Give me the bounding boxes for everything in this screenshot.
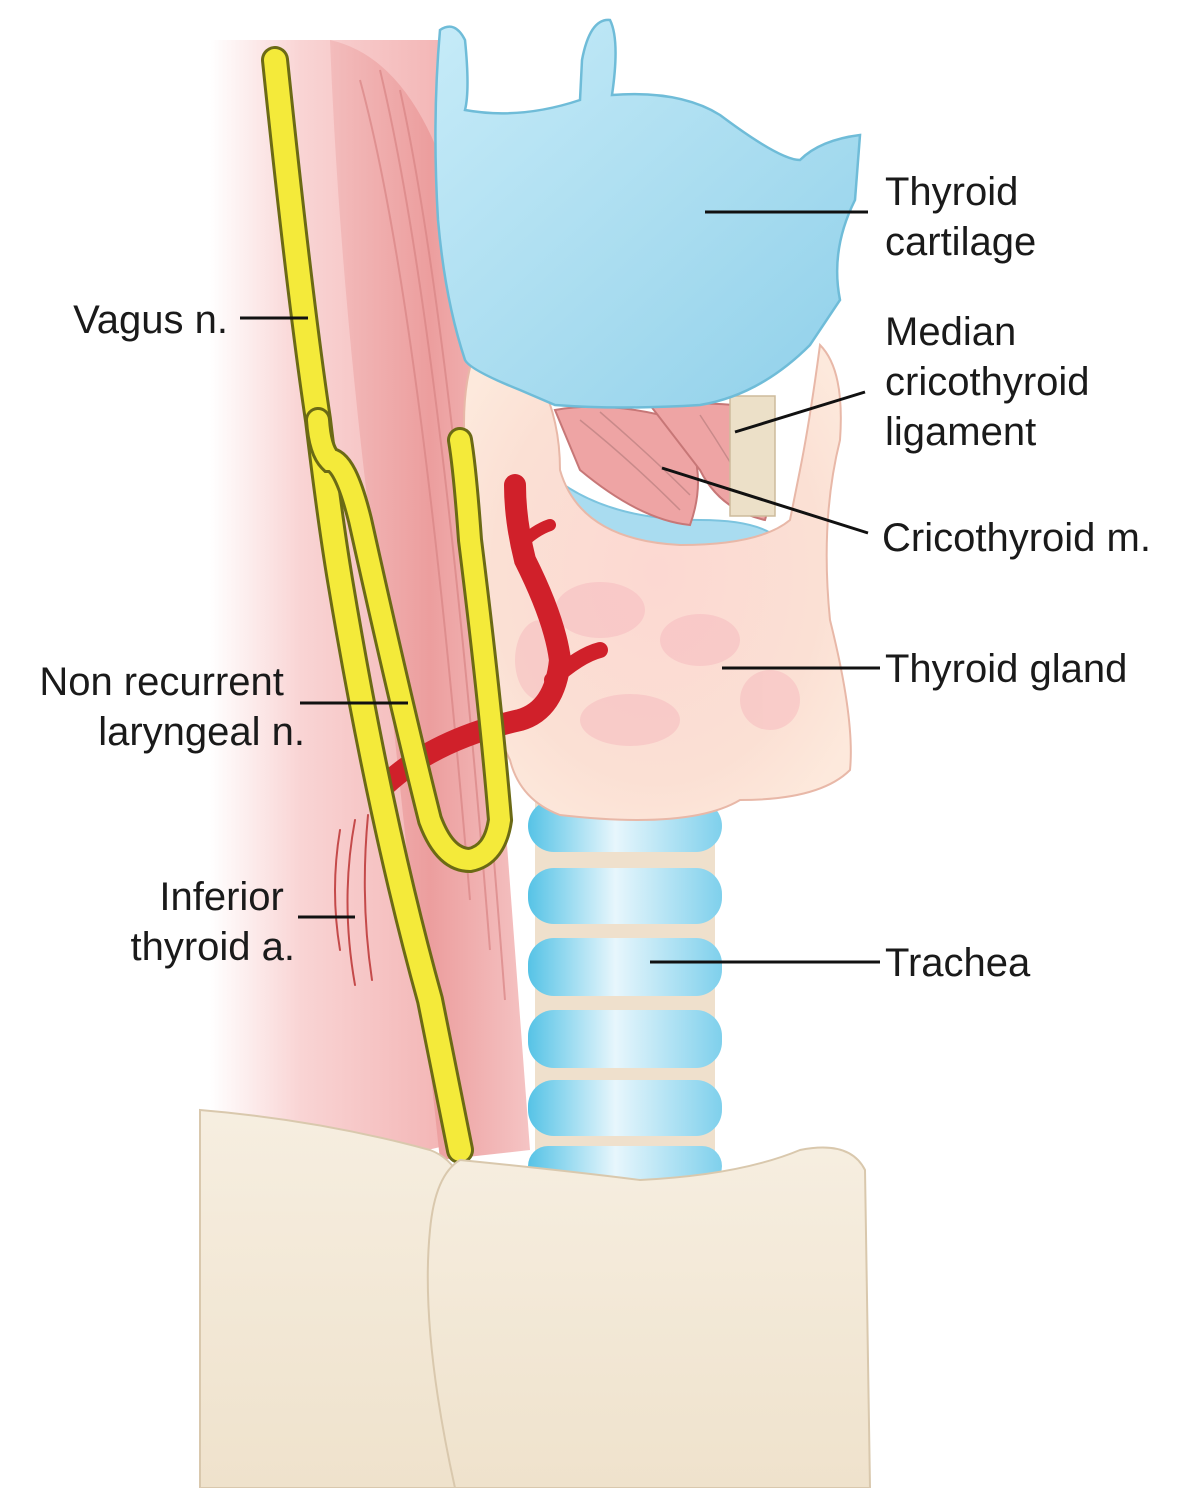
trachea-rings: [528, 800, 722, 1186]
label-inferior-thyroid-artery: Inferior thyroid a.: [130, 875, 295, 969]
label-median-cricothyroid-ligament: Median cricothyroid ligament: [885, 310, 1101, 454]
vagus-nerve: [261, 46, 474, 1164]
labels: Thyroid cartilage Median cricothyroid li…: [39, 170, 1151, 985]
label-cricothyroid-muscle: Cricothyroid m.: [882, 516, 1151, 560]
label-trachea: Trachea: [885, 941, 1031, 985]
label-thyroid-gland: Thyroid gland: [885, 647, 1127, 691]
thyroid-gland-texture: [515, 582, 800, 746]
leader-lines: [240, 210, 880, 964]
inferior-thyroid-artery: [334, 474, 608, 986]
clavicle-bone: [426, 1146, 872, 1488]
label-thyroid-cartilage: Thyroid cartilage: [885, 170, 1036, 264]
non-recurrent-laryngeal-nerve: [305, 407, 514, 874]
thyroid-cartilage-shape: [434, 18, 862, 409]
label-non-recurrent-laryngeal-nerve: Non recurrent laryngeal n.: [39, 660, 305, 754]
strap-muscle: [330, 40, 530, 1160]
label-vagus-nerve: Vagus n.: [73, 298, 228, 342]
